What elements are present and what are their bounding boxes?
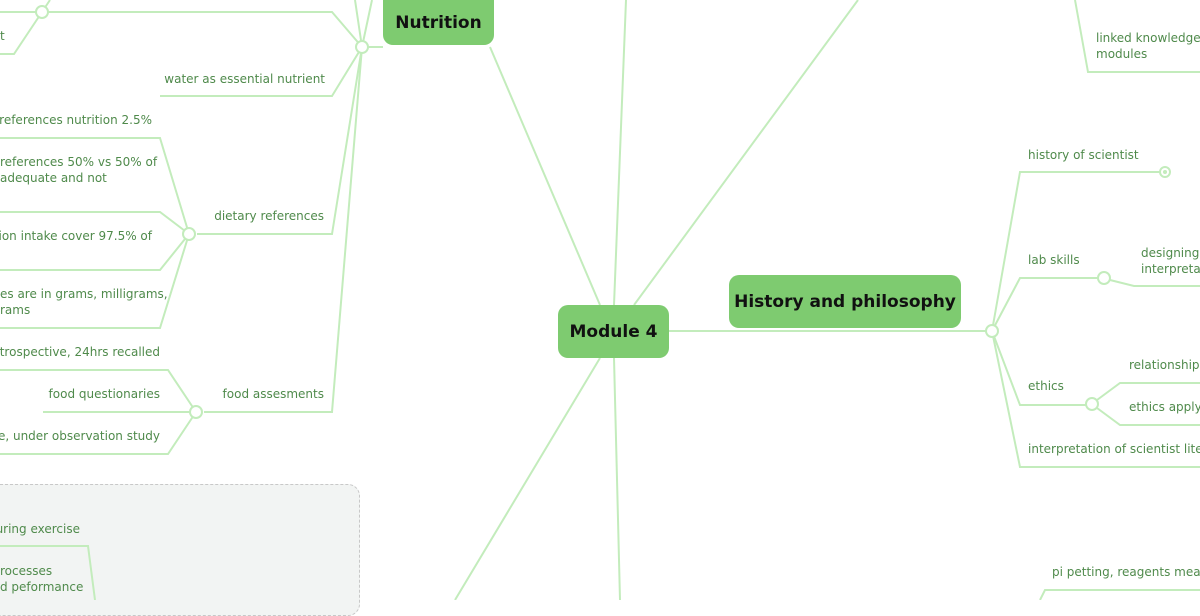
node-food-assessments[interactable]: food assesments <box>222 387 324 401</box>
link <box>991 330 1200 468</box>
link <box>0 11 363 48</box>
node-ethics-child[interactable]: relationship <box>1129 358 1200 372</box>
node-dietary-child[interactable]: es are in grams, milligrams, rams <box>0 287 168 317</box>
node-exercise-child[interactable]: rocesses d peformance <box>0 564 84 594</box>
collapse-node <box>355 40 369 54</box>
node-lab-skills[interactable]: lab skills <box>1028 253 1080 267</box>
connector-lines <box>0 0 1200 600</box>
link-dietary <box>197 46 363 235</box>
node-partial[interactable]: t <box>0 29 5 43</box>
link <box>0 11 43 55</box>
link <box>991 330 1200 426</box>
link <box>0 137 190 329</box>
link-water <box>160 46 363 97</box>
topic-nutrition[interactable]: Nutrition <box>383 0 494 45</box>
collapse-node <box>985 324 999 338</box>
node-lab-skills-child[interactable]: designing, interpretat <box>1141 246 1200 276</box>
node-food-child[interactable]: food questionaries <box>48 387 160 401</box>
collapse-node <box>189 405 203 419</box>
link <box>991 171 1160 332</box>
link <box>354 0 373 48</box>
link <box>0 545 96 600</box>
link-nutrition-module <box>489 46 601 306</box>
node-dietary-child[interactable]: r references nutrition 2.5% <box>0 113 152 127</box>
node-history-of-scientist[interactable]: history of scientist <box>1028 148 1139 162</box>
node-linked-knowledge[interactable]: linked knowledge modules <box>1096 31 1200 61</box>
collapse-node <box>1085 397 1099 411</box>
link <box>991 277 1200 332</box>
link <box>1039 589 1200 600</box>
link <box>0 369 197 455</box>
node-exercise-child[interactable]: uring exercise <box>0 522 80 536</box>
link-food <box>204 46 363 413</box>
link <box>454 0 859 600</box>
node-interpretation[interactable]: interpretation of scientist liter <box>1028 442 1200 456</box>
collapse-node <box>35 5 49 19</box>
node-dietary-references[interactable]: dietary references <box>214 209 324 223</box>
node-food-child[interactable]: etrospective, 24hrs recalled <box>0 345 160 359</box>
node-ethics[interactable]: ethics <box>1028 379 1064 393</box>
node-food-child[interactable]: ve, under observation study <box>0 429 160 443</box>
topic-history-philosophy[interactable]: History and philosophy <box>729 275 961 328</box>
node-ethics-child[interactable]: ethics apply <box>1129 400 1200 414</box>
node-water[interactable]: water as essential nutrient <box>164 72 325 86</box>
node-dietary-child[interactable]: references 50% vs 50% of adequate and no… <box>0 155 158 185</box>
link <box>1074 0 1200 73</box>
collapse-node <box>1097 271 1111 285</box>
topic-module-4[interactable]: Module 4 <box>558 305 669 358</box>
node-dietary-child[interactable]: ition intake cover 97.5% of <box>0 229 152 243</box>
collapse-node <box>182 227 196 241</box>
node-pipetting[interactable]: pi petting, reagents meas <box>1052 565 1200 579</box>
exercise-group-boundary <box>0 484 360 616</box>
